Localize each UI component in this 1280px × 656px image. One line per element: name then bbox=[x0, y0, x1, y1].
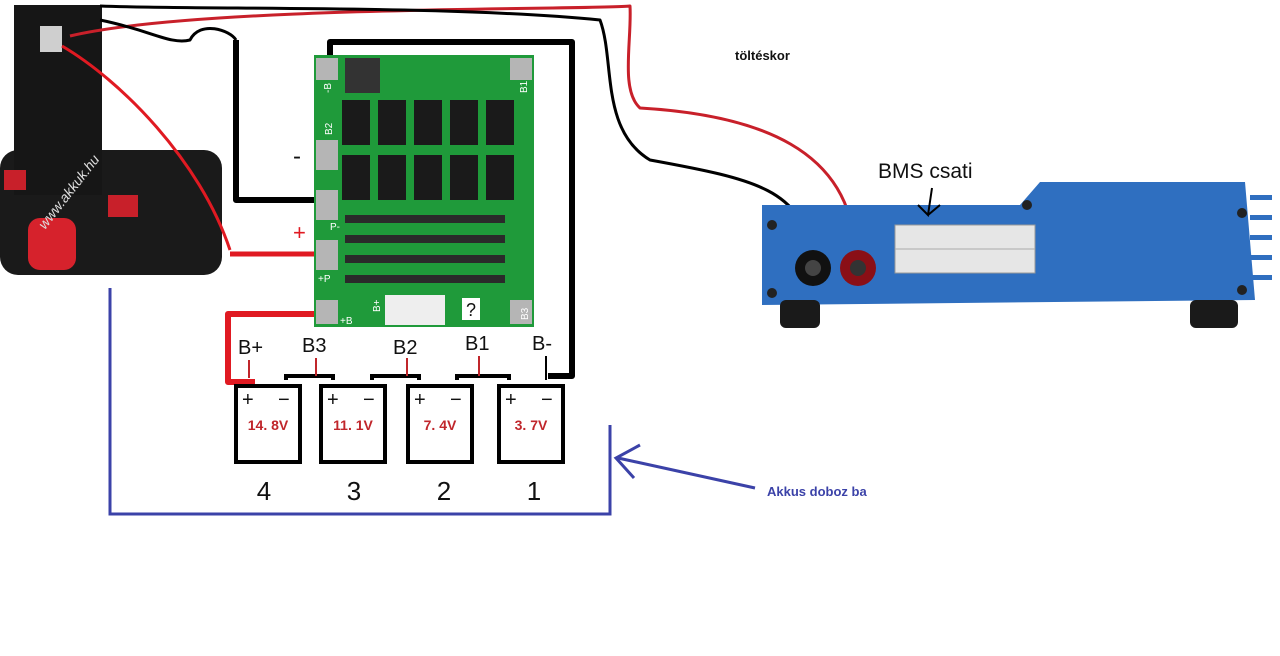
wire-black-bms-top bbox=[327, 39, 575, 379]
minus-terminal: − bbox=[363, 389, 375, 411]
pad-label: P- bbox=[330, 222, 340, 233]
bms-connector-label: BMS csati bbox=[878, 160, 973, 183]
unknown-mark: ? bbox=[466, 300, 476, 320]
pad-label: +B bbox=[340, 316, 353, 327]
charging-note: töltéskor bbox=[735, 48, 790, 63]
minus-terminal: − bbox=[278, 389, 290, 411]
arrow-shaft bbox=[617, 456, 756, 490]
pad-label: B2 bbox=[324, 122, 335, 135]
minus-sign: - bbox=[293, 143, 301, 170]
tap-label-b3: B3 bbox=[302, 335, 326, 357]
cell-number: 1 bbox=[527, 476, 541, 506]
pad-label: B1 bbox=[519, 80, 530, 93]
connector-label: B+ bbox=[372, 299, 383, 312]
cell-2: + − 7. 4V 2 bbox=[406, 384, 474, 506]
cell-number: 4 bbox=[257, 476, 271, 506]
bms-board: ? -B B1 B2 P- +P +B B3 B+ bbox=[314, 55, 534, 327]
tap-label-bminus: B- bbox=[532, 333, 552, 355]
wires bbox=[61, 4, 857, 385]
plus-terminal: + bbox=[505, 389, 517, 411]
cell-voltage: 11. 1V bbox=[333, 417, 373, 433]
cell-3: + − 11. 1V 3 bbox=[319, 384, 387, 506]
plus-sign: + bbox=[293, 220, 306, 245]
minus-terminal: − bbox=[450, 389, 462, 411]
arrow-head bbox=[613, 443, 641, 480]
wire-black-charger bbox=[99, 4, 814, 256]
wire-black-pminus bbox=[233, 40, 318, 203]
cell-voltage: 3. 7V bbox=[515, 417, 548, 433]
cell-interconnects bbox=[284, 374, 511, 380]
cell-4: + − 14. 8V 4 bbox=[234, 384, 302, 506]
pad-label: B3 bbox=[520, 307, 531, 320]
cell-number: 3 bbox=[347, 476, 361, 506]
pad-label: -B bbox=[323, 83, 334, 93]
plus-terminal: + bbox=[242, 389, 254, 411]
wire-black-battery bbox=[99, 18, 238, 43]
tap-label-bplus: B+ bbox=[238, 337, 263, 359]
plus-terminal: + bbox=[414, 389, 426, 411]
tool-battery-photo: www.akkuk.hu bbox=[0, 5, 222, 275]
minus-terminal: − bbox=[541, 389, 553, 411]
cell-number: 2 bbox=[437, 476, 451, 506]
cell-voltage: 7. 4V bbox=[424, 417, 457, 433]
cell-voltage: 14. 8V bbox=[248, 417, 289, 433]
tap-wires bbox=[248, 356, 480, 378]
tap-label-b1: B1 bbox=[465, 333, 489, 355]
pad-label: +P bbox=[318, 274, 331, 285]
bms-arrow bbox=[917, 187, 941, 218]
cell-1: + − 3. 7V 1 bbox=[497, 384, 565, 506]
plus-terminal: + bbox=[327, 389, 339, 411]
into-box-note: Akkus doboz ba bbox=[767, 484, 867, 499]
charger-photo bbox=[762, 182, 1272, 328]
wire-red-battery-plus bbox=[61, 44, 232, 251]
wire-red-bplus bbox=[225, 311, 318, 385]
wire-red-charger bbox=[69, 4, 857, 251]
tap-label-b2: B2 bbox=[393, 337, 417, 359]
battery-box-outline bbox=[108, 288, 612, 516]
